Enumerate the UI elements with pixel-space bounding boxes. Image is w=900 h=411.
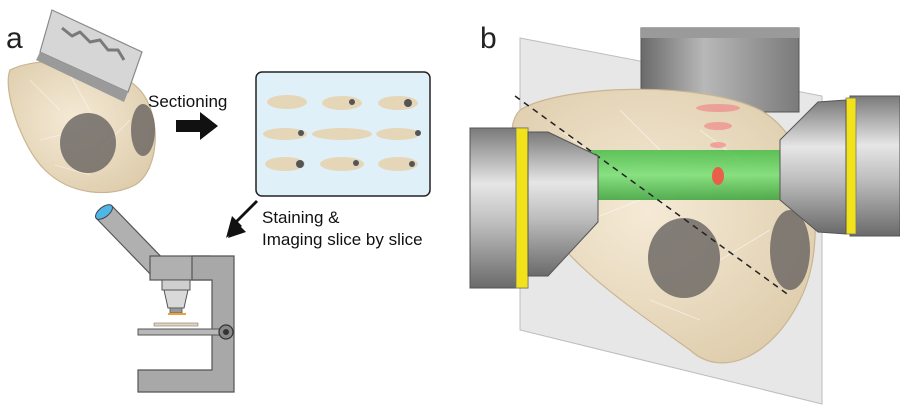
- scan-axis: [514, 95, 791, 297]
- arrow-icon: [176, 112, 218, 140]
- slice-row-3: [265, 157, 418, 171]
- right-illumination-objective: [779, 95, 900, 237]
- focal-spots: [696, 104, 740, 148]
- panel-b-label: b: [480, 22, 497, 55]
- slice-row-1: [267, 95, 418, 110]
- razor-blade-icon: [36, 9, 143, 102]
- microscope-icon: [95, 204, 235, 393]
- inclusion-cut-face: [131, 104, 155, 156]
- sectioning-label: Sectioning: [148, 92, 227, 111]
- staining-label-line1: Staining &: [262, 208, 340, 227]
- left-illumination-objective: [469, 127, 599, 289]
- objective-lens-icon: [161, 279, 191, 315]
- inclusion-large-b: [648, 218, 720, 298]
- section-slide: [255, 71, 431, 197]
- inclusion-large: [60, 113, 116, 173]
- panel-a-label: a: [6, 22, 23, 55]
- staining-label-line2: Imaging slice by slice: [262, 230, 423, 249]
- light-sheet-beam: [578, 150, 790, 200]
- focus-spot: [712, 167, 724, 185]
- slice-row-2: [263, 128, 421, 140]
- inclusion-side-b: [770, 210, 810, 290]
- arrow-icon: [226, 200, 258, 238]
